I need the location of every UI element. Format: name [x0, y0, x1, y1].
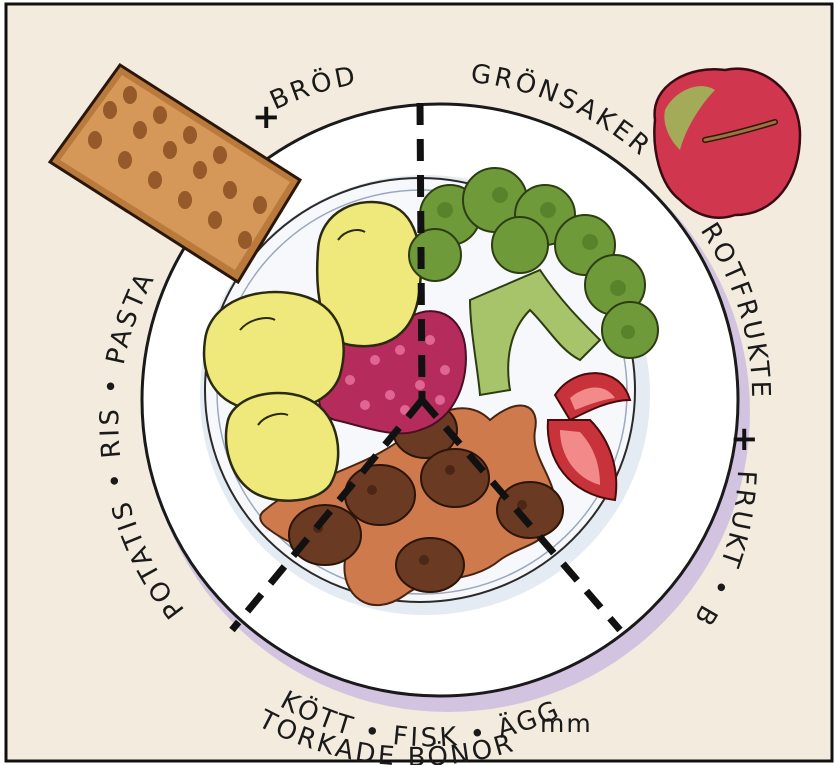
- plus-sign-fruit: +: [730, 419, 759, 459]
- apple: [654, 69, 800, 218]
- label-etcetera: mm: [540, 709, 593, 738]
